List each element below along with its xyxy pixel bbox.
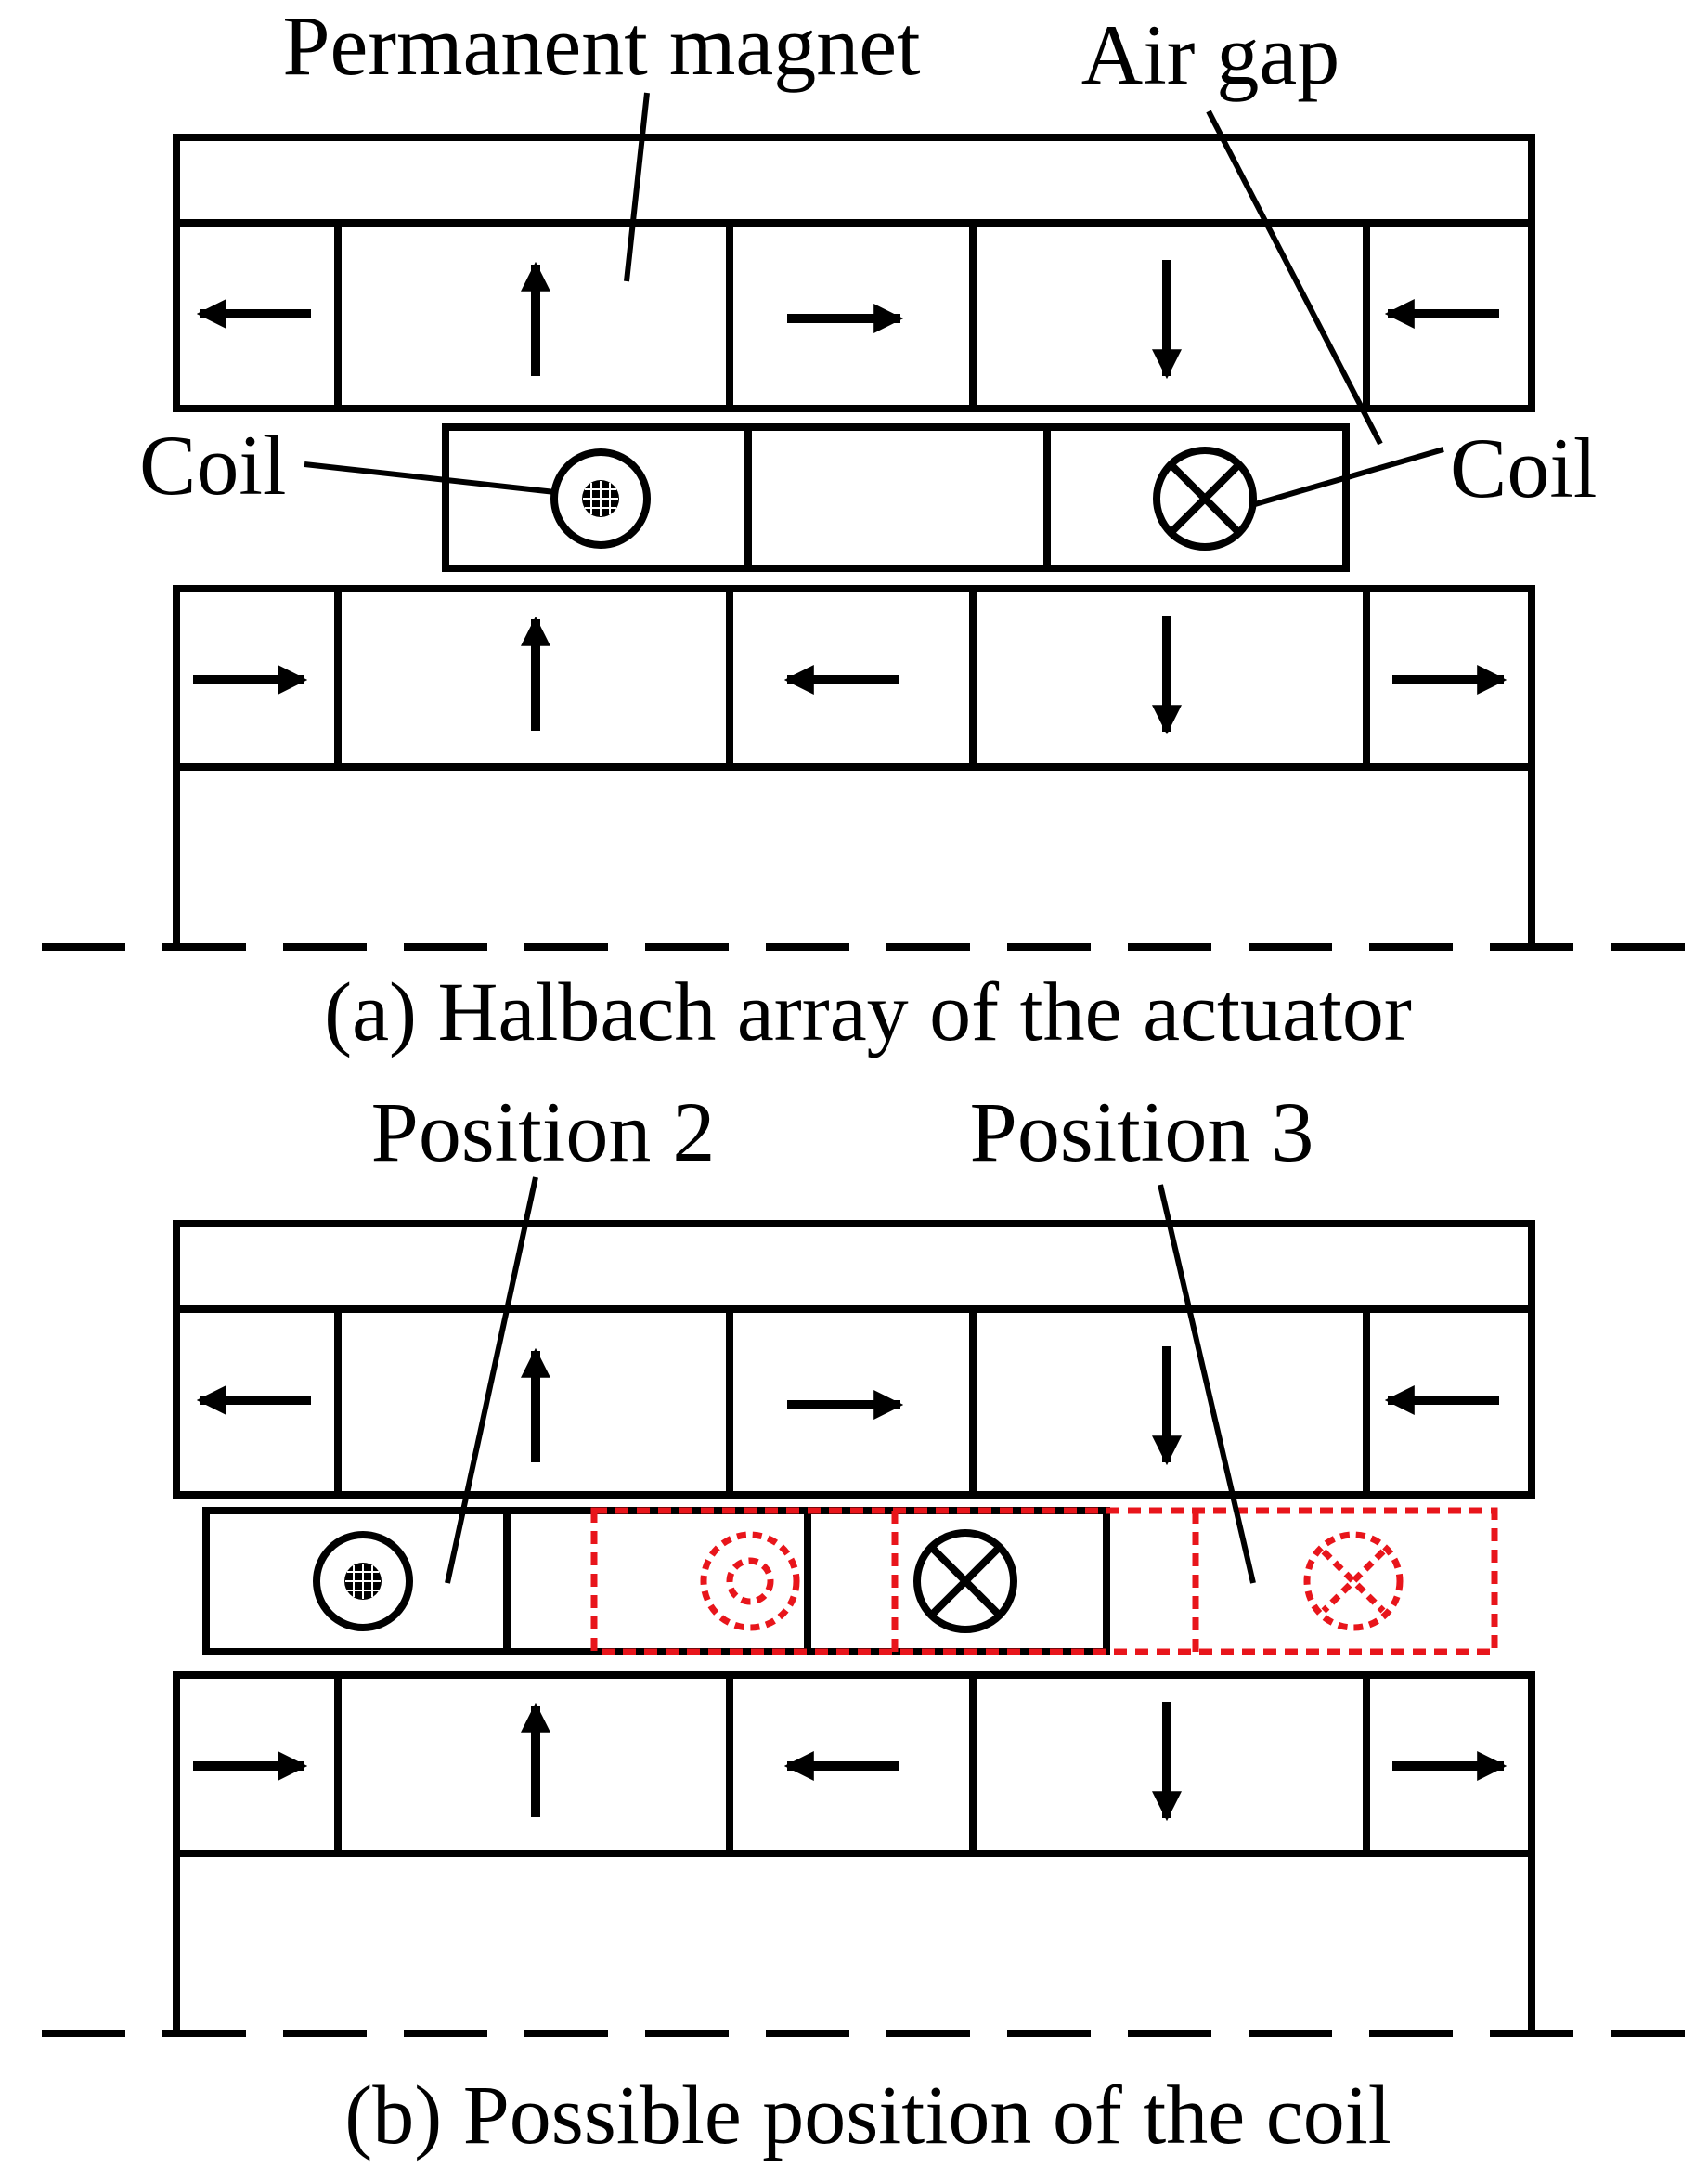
upper-magnet-arrows <box>196 260 1499 380</box>
current-in-icon <box>913 1529 1017 1633</box>
upper-magnet-row <box>173 219 1535 412</box>
current-in-icon <box>1153 447 1257 551</box>
current-out-icon <box>313 1531 413 1631</box>
coil-label-left: Coil <box>139 418 286 513</box>
leader-lines <box>445 1176 1256 1584</box>
lower-magnet-row <box>173 585 1535 771</box>
upper-magnet-row <box>173 1305 1535 1499</box>
upper-magnet-arrows <box>196 1346 1499 1466</box>
caption-a: (a) Halbach array of the actuator <box>324 967 1412 1058</box>
air-gap-label: Air gap <box>1081 7 1339 102</box>
base <box>42 1853 1685 2037</box>
current-in-icon-dashed <box>1303 1531 1404 1631</box>
permanent-magnet-label: Permanent magnet <box>282 0 921 93</box>
lower-magnet-arrows <box>193 616 1507 735</box>
upper-yoke <box>173 1220 1535 1313</box>
leader-lines <box>304 92 1444 507</box>
lower-magnet-arrows <box>193 1702 1507 1822</box>
current-out-icon-dashed <box>700 1531 800 1631</box>
upper-yoke <box>173 134 1535 227</box>
position-3-label: Position 3 <box>970 1084 1314 1179</box>
panel-a: Permanent magnet Air gap Coil Coil (a) H… <box>42 0 1685 1058</box>
current-out-icon <box>550 448 651 549</box>
panel-b: Position 2 Position 3 (b) Possible posit… <box>42 1084 1685 2162</box>
caption-b: (b) Possible position of the coil <box>344 2070 1391 2162</box>
base <box>42 767 1685 951</box>
position-2-label: Position 2 <box>371 1084 716 1179</box>
lower-magnet-row <box>173 1671 1535 1857</box>
coil-position-3 <box>590 1507 1498 1655</box>
coil-label-right: Coil <box>1450 421 1597 515</box>
coil-block <box>442 423 1350 572</box>
